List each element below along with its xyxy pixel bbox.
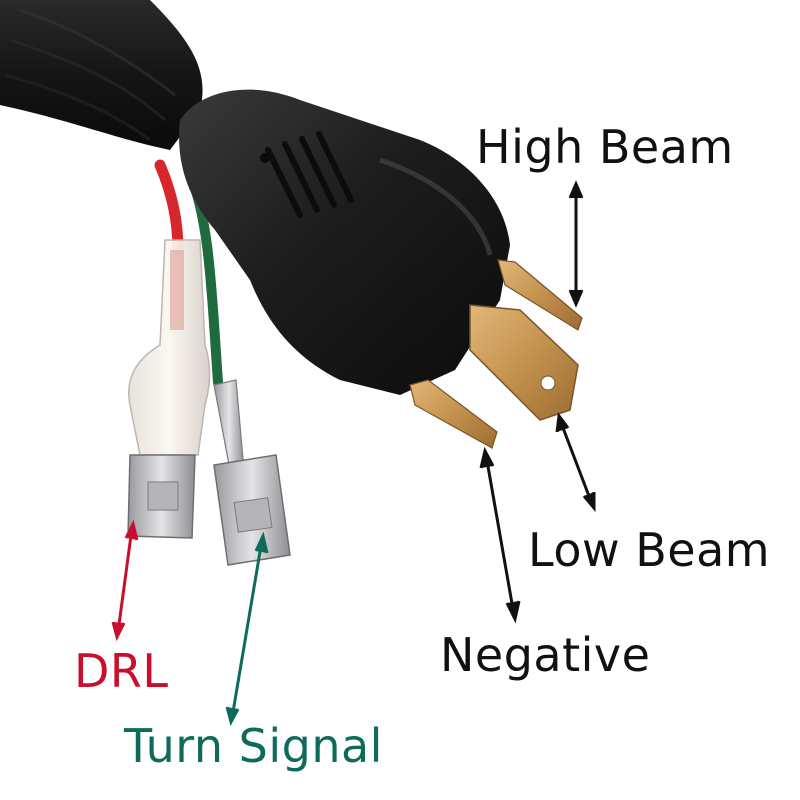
low-beam-pin [469, 304, 579, 421]
pointer-arrows [111, 180, 596, 727]
pins [409, 259, 583, 449]
turn-signal-arrow [225, 531, 269, 727]
negative-arrow [479, 446, 521, 624]
drl-arrow [111, 519, 139, 642]
high-beam-pin [497, 259, 583, 331]
negative-label: Negative [440, 628, 651, 682]
turn-signal-label: Turn Signal [124, 719, 383, 773]
high-beam-arrow [568, 180, 584, 308]
low-beam-arrow [555, 412, 596, 513]
drl-connector [127, 239, 211, 539]
turn-signal-connector [213, 379, 291, 566]
plug-body [179, 89, 510, 395]
low-beam-label: Low Beam [528, 523, 771, 577]
drl-label: DRL [74, 644, 169, 698]
high-beam-label: High Beam [476, 120, 734, 174]
braided-cable [0, 0, 203, 150]
negative-pin [409, 379, 498, 449]
red-wire [154, 159, 184, 256]
